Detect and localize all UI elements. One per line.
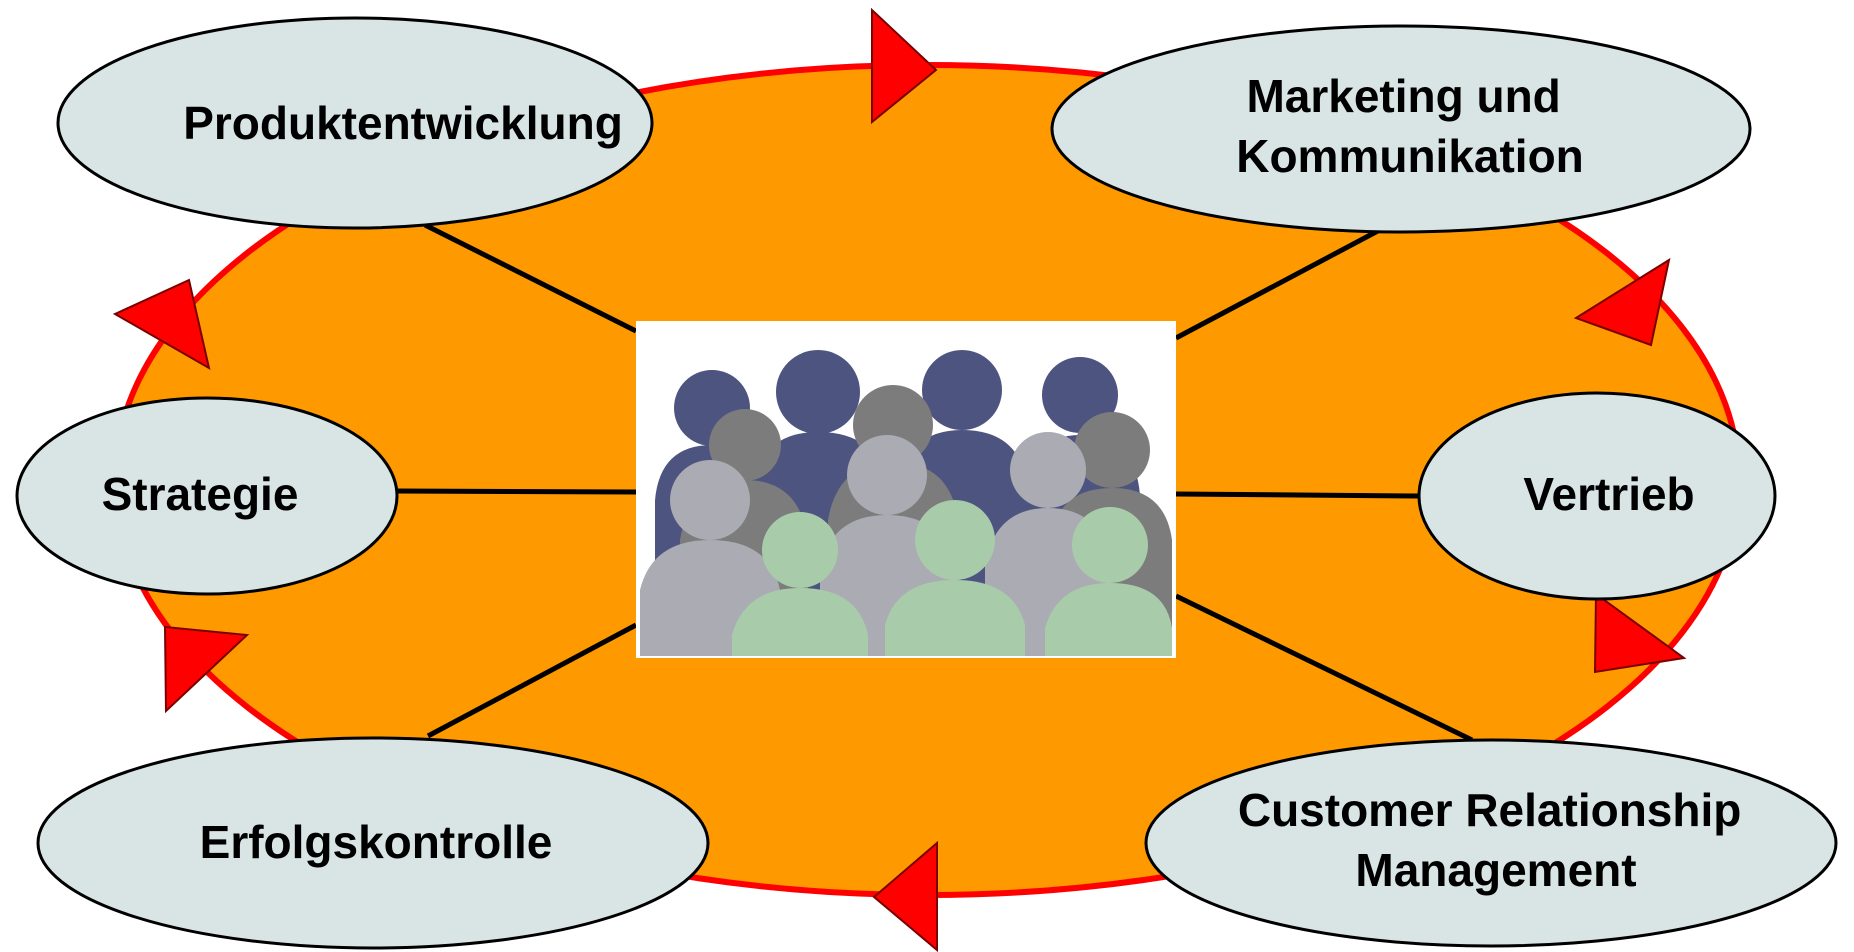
connector-lines bbox=[395, 221, 1474, 743]
connector-marketing bbox=[1174, 221, 1393, 341]
node-erfolgskontrolle: Erfolgskontrolle bbox=[36, 736, 710, 950]
svg-text:Marketing und Kommunik: Marketing und Kommunikation bbox=[1236, 70, 1584, 182]
people-silhouettes-icon bbox=[636, 321, 1176, 658]
arrow-left-lower-icon bbox=[163, 625, 250, 714]
node-strategie: Strategie bbox=[15, 396, 399, 596]
connector-strategie bbox=[395, 488, 637, 495]
node-label-crm-line-1: Customer Relationship bbox=[1238, 784, 1742, 836]
arrow-right-upper-icon bbox=[1573, 257, 1671, 347]
svg-text:Customer Relationship: Customer Relationship Management bbox=[1238, 784, 1754, 896]
arrow-bottom-icon bbox=[872, 840, 938, 952]
connector-erfolgskontrolle bbox=[426, 622, 638, 739]
node-label-strategie-line-1: Strategie bbox=[102, 468, 299, 520]
node-vertrieb: Vertrieb bbox=[1417, 391, 1777, 601]
connector-crm bbox=[1174, 593, 1474, 743]
node-label-erfolgskontrolle-line-1: Erfolgskontrolle bbox=[200, 816, 553, 868]
connector-vertrieb bbox=[1175, 491, 1419, 499]
svg-text:Produktentwicklung: Produktentwicklung bbox=[183, 97, 623, 149]
node-label-marketing-line-2: Kommunikation bbox=[1236, 130, 1584, 182]
svg-text:Strategie: Strategie bbox=[102, 468, 299, 520]
node-group: Produktentwicklung Marketing und Kommuni… bbox=[15, 16, 1838, 950]
arrow-left-upper-icon bbox=[112, 278, 211, 371]
node-label-marketing-line-1: Marketing und bbox=[1246, 70, 1560, 122]
node-label-crm-line-2: Management bbox=[1355, 844, 1636, 896]
node-label-produktentwicklung-line-1: Produktentwicklung bbox=[183, 97, 623, 149]
connector-produktentwicklung bbox=[423, 222, 638, 334]
node-label-vertrieb-line-1: Vertrieb bbox=[1523, 468, 1694, 520]
node-produktentwicklung: Produktentwicklung bbox=[56, 16, 654, 230]
svg-text:Erfolgskontrolle: Erfolgskontrolle bbox=[200, 816, 553, 868]
arrow-top-icon bbox=[871, 7, 938, 125]
cycle-arrows bbox=[112, 7, 1687, 952]
arrow-right-lower-icon bbox=[1593, 592, 1687, 674]
svg-text:Vertrieb: Vertrieb bbox=[1523, 468, 1694, 520]
node-marketing: Marketing und Kommunikation bbox=[1050, 24, 1752, 234]
node-crm: Customer Relationship Management bbox=[1144, 738, 1838, 948]
